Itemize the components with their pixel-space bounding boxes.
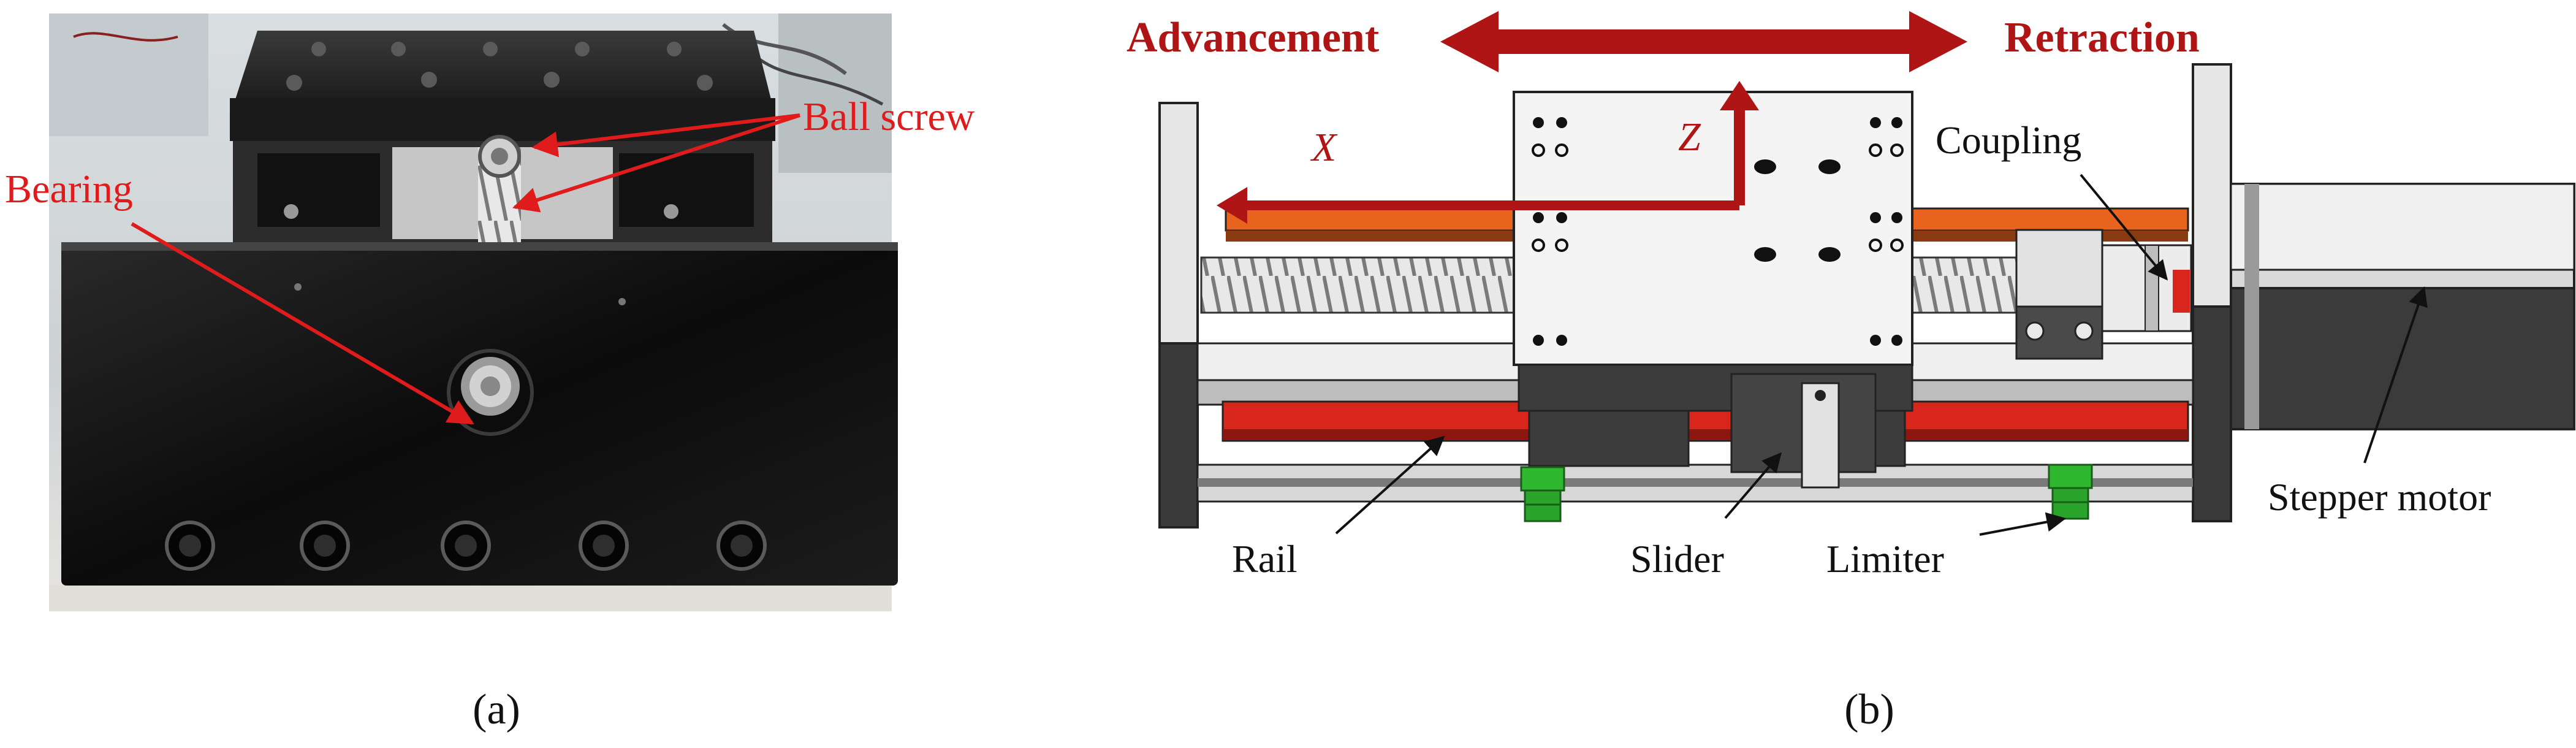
bearing: [447, 349, 534, 436]
table-holes: [1532, 117, 1904, 346]
limiter-label: Limiter: [1826, 537, 1944, 581]
slider-label: Slider: [1630, 537, 1724, 581]
right-end-plate: [2192, 63, 2232, 311]
ball-screw-arrow-1: [531, 113, 800, 158]
panel-b-callouts: [1335, 174, 2428, 536]
carriage-table: [1513, 91, 1913, 366]
x-axis-label: X: [1310, 125, 1338, 170]
top-plate: [230, 31, 775, 116]
rail-arrow: [1335, 435, 1445, 535]
advancement-label: Advancement: [1127, 14, 1379, 61]
mounting-holes: [165, 521, 767, 571]
ball-screw-label: Ball screw: [803, 94, 975, 139]
stepper-motor-arrow: [2363, 286, 2428, 464]
z-axis-label: Z: [1678, 115, 1701, 159]
panel-a-callouts: [131, 113, 800, 425]
coupling-label: Coupling: [1936, 118, 2081, 162]
stepper-motor: [2230, 183, 2575, 430]
slider-arrow: [1724, 452, 1782, 519]
bearing-arrow: [131, 222, 474, 425]
ball-screw-arrow-2: [512, 113, 800, 213]
bearing-label: Bearing: [5, 167, 133, 212]
coupling-arrow: [2080, 174, 2168, 281]
stepper-motor-label: Stepper motor: [2268, 475, 2491, 519]
left-end-plate: [1158, 102, 1199, 349]
panel-a-photo: [49, 13, 898, 611]
panel-a-caption: (a): [473, 686, 520, 733]
rail-label: Rail: [1232, 537, 1297, 581]
limiter-right: [2048, 464, 2093, 520]
xz-axes: [1217, 81, 1759, 224]
slider-block-left: [1528, 410, 1690, 467]
panel-b-caption: (b): [1844, 686, 1894, 733]
linear-stage: [1158, 63, 2575, 529]
direction-double-arrow: [1440, 11, 1967, 72]
limiter-arrow: [1979, 512, 2067, 536]
limiter-left: [1520, 466, 1565, 522]
top-plate-holes: [286, 42, 713, 91]
retraction-label: Retraction: [2004, 14, 2200, 61]
coupling: [2101, 244, 2192, 332]
